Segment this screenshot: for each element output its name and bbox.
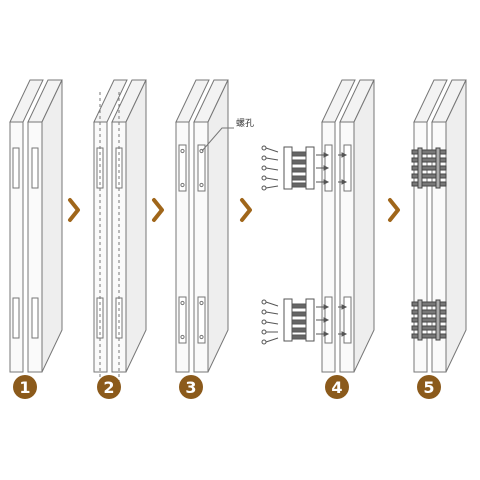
- step-4-panels-with-hinges: [321, 79, 375, 373]
- step-badge-3: 3: [179, 375, 203, 399]
- step-number-5: 5: [423, 378, 434, 397]
- step-number-4: 4: [331, 378, 342, 397]
- step-arrow-4-5: [388, 198, 400, 222]
- step-badge-1: 1: [13, 375, 37, 399]
- step-number-1: 1: [19, 378, 30, 397]
- screw-hole-label: 螺孔: [236, 118, 254, 129]
- step-4-top-hinge-assembly: [261, 145, 348, 191]
- step-5-bottom-hinge: [411, 299, 447, 341]
- step-2-marked-panels: [93, 79, 147, 385]
- step-3-drilled-panels: [175, 79, 234, 373]
- step-number-2: 2: [103, 378, 114, 397]
- step-badge-5: 5: [417, 375, 441, 399]
- step-arrow-3-4: [240, 198, 252, 222]
- step-arrow-1-2: [68, 198, 80, 222]
- step-4-bottom-hinge-assembly: [261, 298, 348, 345]
- step-1-door-panels: [9, 79, 63, 373]
- step-badge-2: 2: [97, 375, 121, 399]
- step-number-3: 3: [185, 378, 196, 397]
- step-badge-4: 4: [325, 375, 349, 399]
- step-arrow-2-3: [152, 198, 164, 222]
- step-5-top-hinge: [411, 147, 447, 189]
